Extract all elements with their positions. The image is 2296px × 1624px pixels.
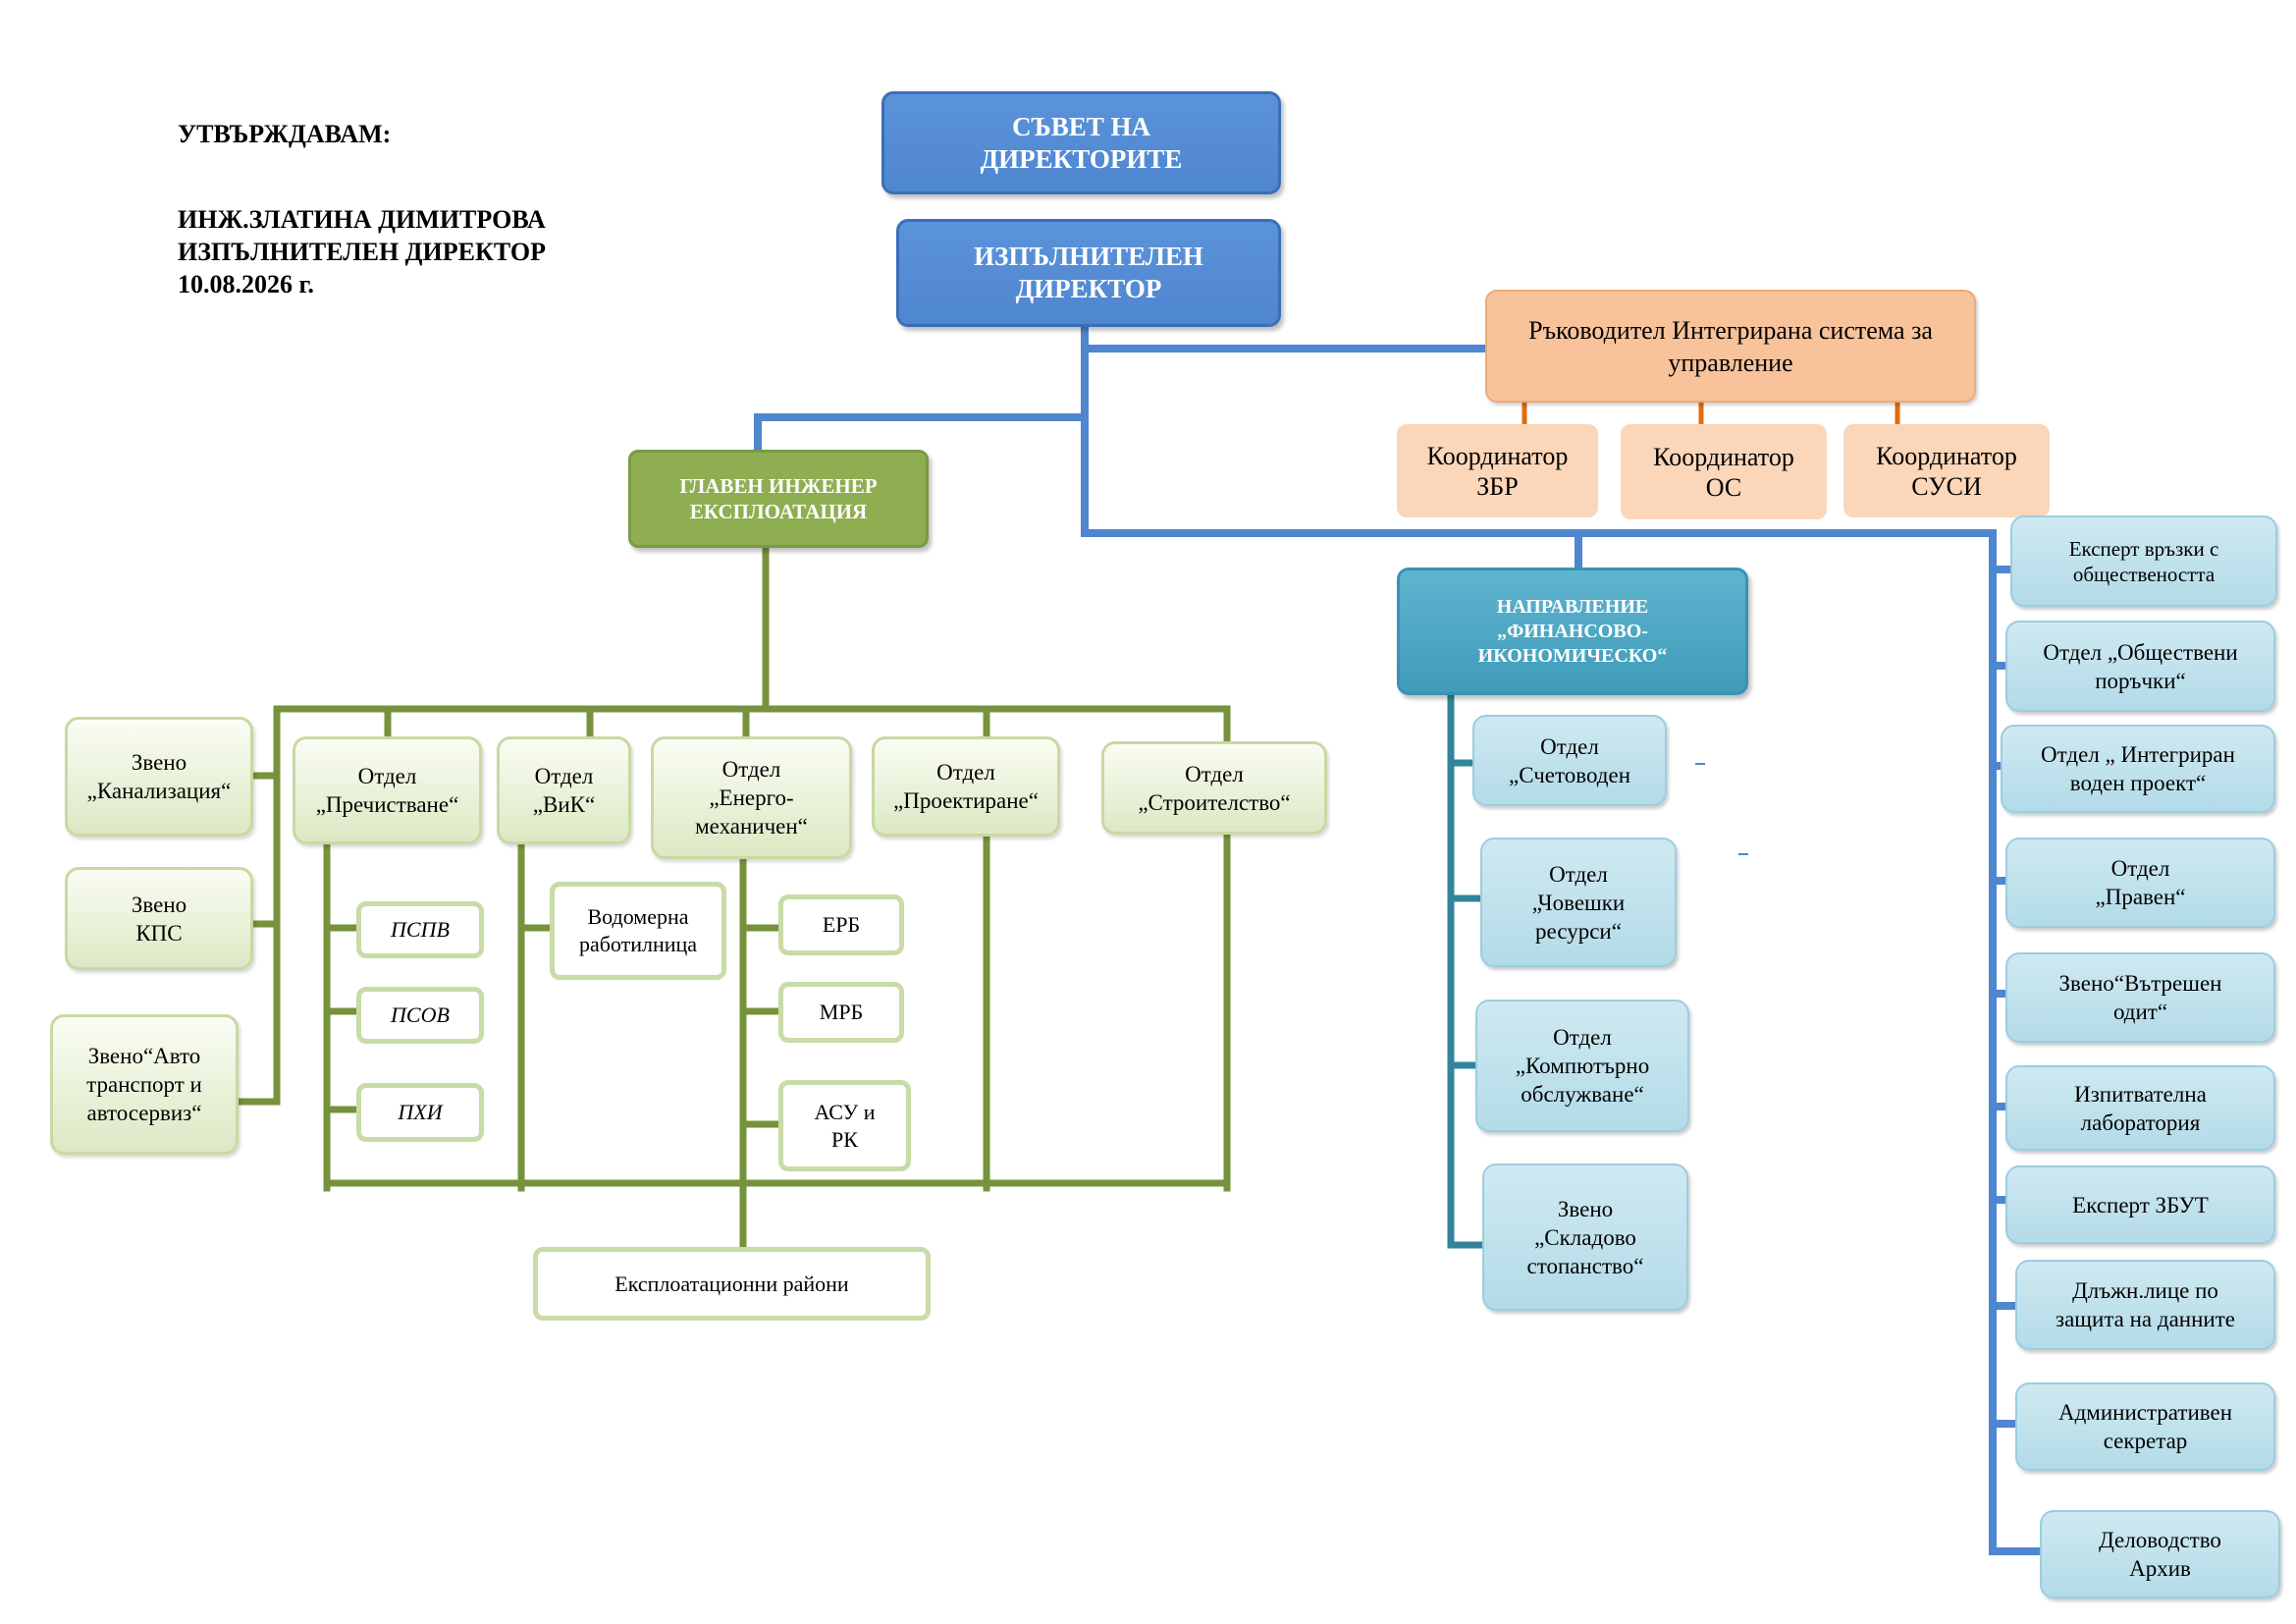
sub-erb: ЕРБ	[778, 894, 904, 955]
dept-accounting: Отдел „Счетоводен	[1472, 715, 1667, 806]
dept-human-resources: Отдел „Човешки ресурси“	[1480, 838, 1677, 967]
unit-kps: Звено КПС	[65, 867, 253, 970]
board-of-directors: СЪВЕТ НА ДИРЕКТОРИТЕ	[881, 91, 1281, 194]
sub-mrb: МРБ	[778, 982, 904, 1043]
operational-regions: Експлоатационни райони	[533, 1247, 931, 1321]
sub-asu-rk: АСУ и РК	[778, 1080, 911, 1171]
coordinator-os: Координатор ОС	[1621, 424, 1827, 519]
approver-name: ИНЖ.ЗЛАТИНА ДИМИТРОВА	[178, 205, 546, 234]
staff-legal: Отдел „Правен“	[2005, 838, 2275, 928]
dept-treatment: Отдел „Пречистване“	[293, 736, 482, 844]
staff-safety-expert: Експерт ЗБУТ	[2005, 1165, 2275, 1244]
dept-design: Отдел „Проектиране“	[872, 736, 1060, 837]
executive-director: ИЗПЪЛНИТЕЛЕН ДИРЕКТОР	[896, 219, 1281, 327]
unit-warehouse: Звено „Складово стопанство“	[1482, 1164, 1688, 1311]
approval-block: УТВЪРЖДАВАМ: ИНЖ.ЗЛАТИНА ДИМИТРОВА ИЗПЪЛ…	[178, 118, 546, 300]
sub-psov: ПСОВ	[356, 987, 484, 1044]
approver-position: ИЗПЪЛНИТЕЛЕН ДИРЕКТОР	[178, 238, 546, 266]
staff-archive: Деловодство Архив	[2040, 1510, 2280, 1598]
coordinator-zbr: Координатор ЗБР	[1397, 424, 1598, 517]
sub-water-meter-workshop: Водомерна работилница	[550, 882, 726, 980]
coordinator-susi: Координатор СУСИ	[1843, 424, 2050, 517]
dept-water-sewer: Отдел „ВиК“	[497, 736, 631, 844]
staff-data-protection: Длъжн.лице по защита на данните	[2015, 1260, 2275, 1350]
staff-internal-audit: Звено“Вътрешен одит“	[2005, 952, 2275, 1043]
staff-pr-expert: Експерт връзки с обществеността	[2010, 515, 2277, 607]
dept-construction: Отдел „Строителство“	[1101, 741, 1327, 835]
dept-computer-services: Отдел „Компютърно обслужване“	[1475, 1000, 1689, 1132]
ims-head: Ръководител Интегрирана система за управ…	[1485, 290, 1976, 403]
approval-date: 10.08.2026 г.	[178, 270, 314, 298]
sub-pspv: ПСПВ	[356, 901, 484, 958]
staff-integrated-water-project: Отдел „ Интегриран воден проект“	[2001, 725, 2275, 813]
staff-admin-secretary: Административен секретар	[2015, 1382, 2275, 1471]
approval-heading: УТВЪРЖДАВАМ:	[178, 120, 392, 148]
chief-engineer: ГЛАВЕН ИНЖЕНЕР ЕКСПЛОАТАЦИЯ	[628, 450, 929, 548]
staff-public-procurement: Отдел „Обществени поръчки“	[2005, 621, 2275, 712]
unit-auto-transport: Звено“Авто транспорт и автосервиз“	[50, 1014, 239, 1155]
staff-testing-laboratory: Изпитвателна лаборатория	[2005, 1065, 2275, 1151]
finance-direction: НАПРАВЛЕНИЕ „ФИНАНСОВО- ИКОНОМИЧЕСКО“	[1397, 568, 1748, 695]
unit-sewerage: Звено „Канализация“	[65, 717, 253, 837]
sub-phi: ПХИ	[356, 1083, 484, 1142]
dept-energy-mechanical: Отдел „Енерго- механичен“	[651, 736, 852, 859]
